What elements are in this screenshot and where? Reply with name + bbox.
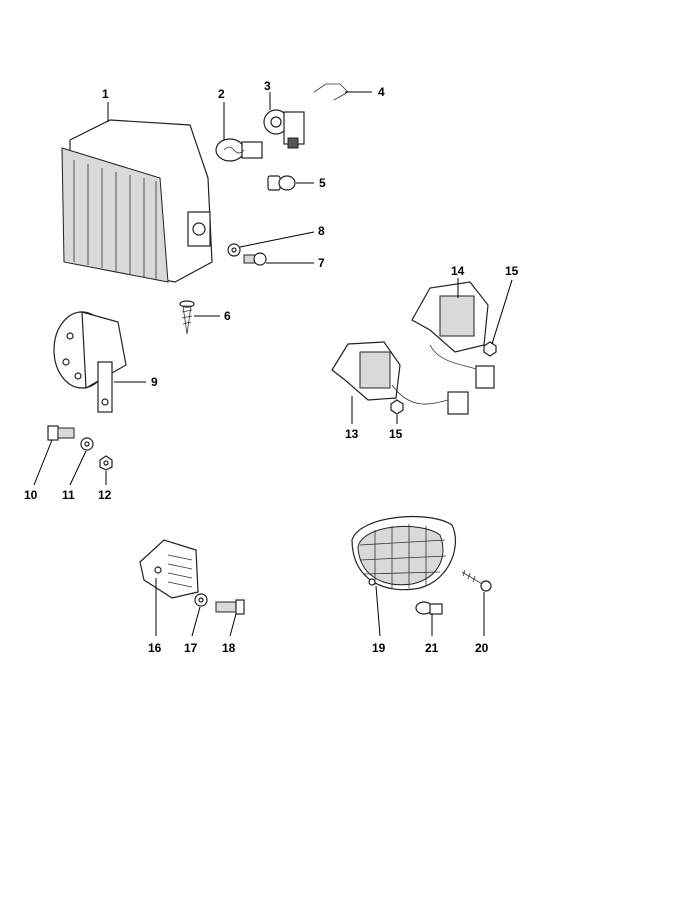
callout-18: 18 — [222, 641, 236, 655]
regulator-16 — [139, 539, 199, 599]
callout-12: 12 — [98, 488, 112, 502]
tail-light-19 — [351, 516, 456, 591]
callout-2: 2 — [218, 87, 225, 101]
callout-11: 11 — [62, 488, 75, 502]
callout-8: 8 — [318, 224, 325, 238]
spring-clip — [313, 83, 349, 101]
nut-15-lower — [390, 399, 404, 415]
callout-1: 1 — [102, 87, 109, 101]
callout-15-upper: 15 — [505, 264, 519, 278]
nut-12 — [99, 455, 113, 471]
screw-7 — [243, 252, 267, 266]
callout-7: 7 — [318, 256, 325, 270]
washer-17 — [194, 593, 208, 607]
nut-15-upper — [483, 341, 497, 357]
bolt-10 — [47, 425, 75, 441]
callout-17: 17 — [184, 641, 198, 655]
tapping-screw-6 — [179, 300, 195, 335]
callout-10: 10 — [24, 488, 38, 502]
callout-6: 6 — [224, 309, 231, 323]
callout-19: 19 — [372, 641, 386, 655]
callout-labels: 1 2 3 4 5 6 7 8 9 10 11 12 13 14 15 15 1… — [24, 79, 519, 655]
tail-bulb-21 — [415, 601, 443, 615]
callout-3: 3 — [264, 79, 271, 93]
headlight-housing — [61, 119, 213, 283]
callout-21: 21 — [425, 641, 439, 655]
callout-14: 14 — [451, 264, 465, 278]
callout-20: 20 — [475, 641, 489, 655]
tapping-screw-20 — [461, 569, 492, 592]
horn — [53, 311, 127, 413]
switch-housing-13 — [331, 341, 469, 415]
parking-bulb — [267, 175, 296, 191]
leader-lines — [33, 91, 513, 637]
bulb-socket — [263, 109, 305, 149]
headlight-bulb — [215, 138, 263, 162]
callout-5: 5 — [319, 176, 326, 190]
callout-16: 16 — [148, 641, 162, 655]
bolt-18 — [215, 599, 245, 615]
washer-11 — [80, 437, 94, 451]
switch-housing-14 — [411, 281, 495, 389]
callout-9: 9 — [151, 375, 158, 389]
washer-8 — [227, 243, 241, 257]
callout-13: 13 — [345, 427, 359, 441]
callout-4: 4 — [378, 85, 385, 99]
callout-15-lower: 15 — [389, 427, 403, 441]
